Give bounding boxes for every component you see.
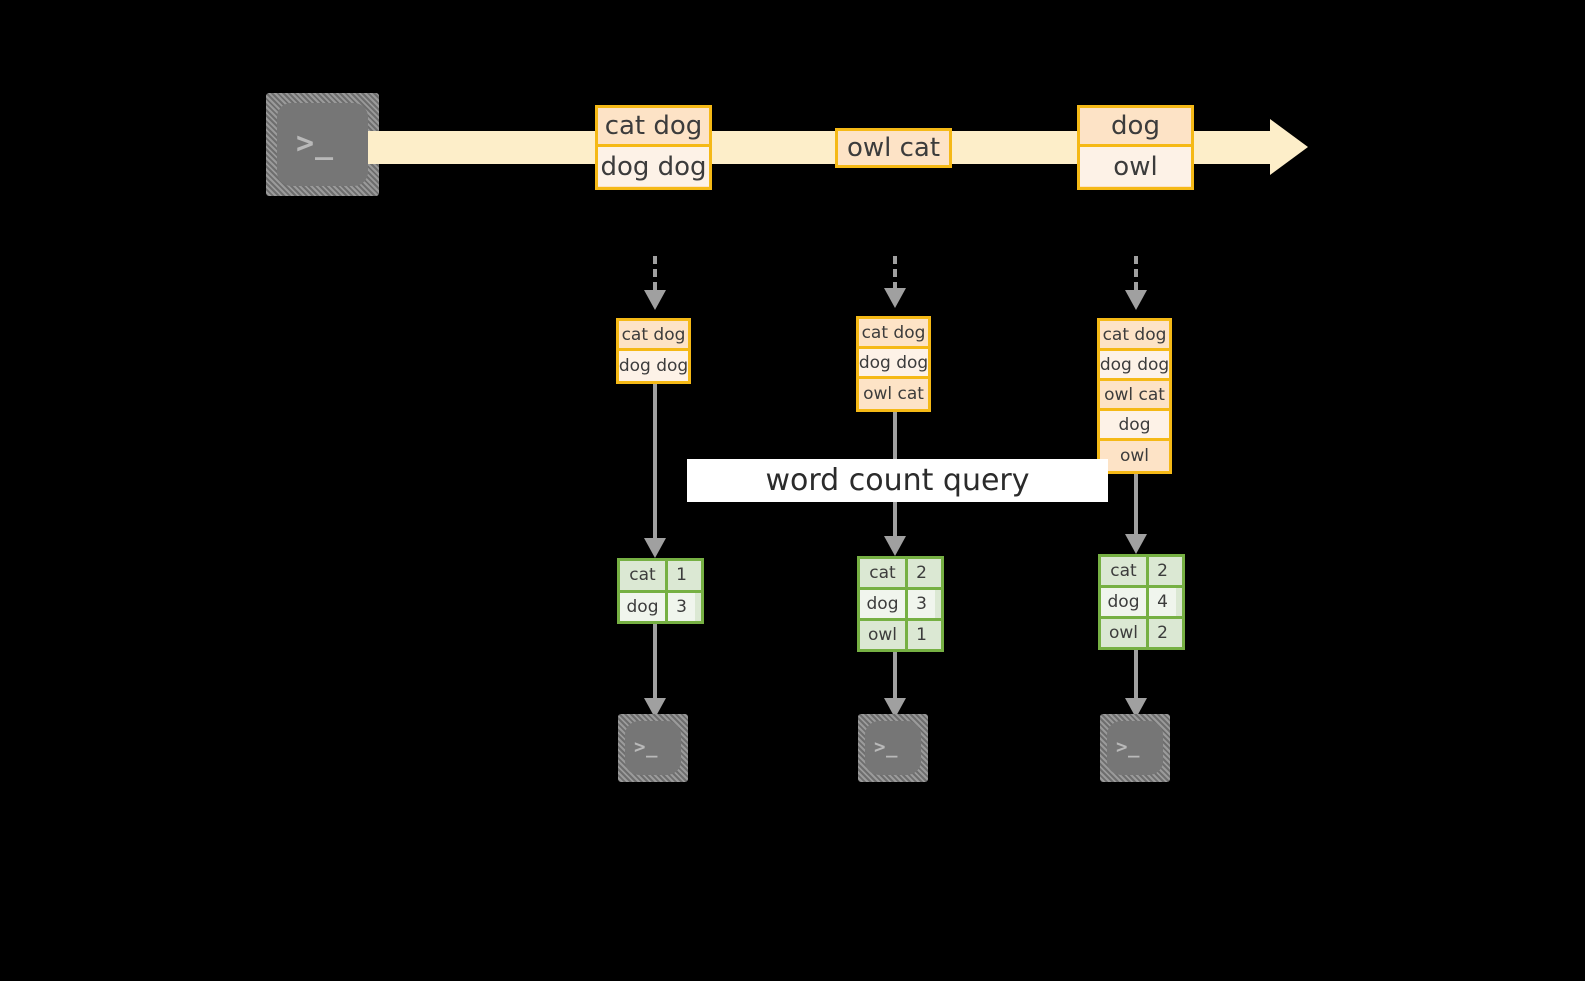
terminal-face [1107,721,1163,775]
column-1-query-arrowhead-icon [644,538,666,558]
stream-band-segment-3 [950,131,1080,164]
column-1-result-row-1-word: cat [620,561,668,590]
column-1-result-row-2-word: dog [620,592,668,621]
column-2-sink-arrowhead-icon [884,698,906,718]
column-2-query-arrowhead-icon [884,536,906,556]
source-terminal-icon: >_ [266,93,379,196]
column-3-result-row-1: cat 2 [1101,557,1182,588]
column-2-result-row-2-count: 3 [908,590,935,618]
column-2-result-row-2: dog 3 [860,590,941,621]
column-2-result-row-2-word: dog [860,590,908,618]
column-1-input-line-2: dog dog [619,351,688,381]
column-2-input-line-3: owl cat [859,379,928,409]
column-3-query-arrowhead-icon [1125,534,1147,554]
column-2-result-table: cat 2 dog 3 owl 1 [857,556,944,652]
column-2-input-line-2: dog dog [859,349,928,379]
column-2-sink-terminal-icon: >_ [858,714,928,782]
column-3-input-line-5: owl [1100,441,1169,471]
column-3-sink-arrowhead-icon [1125,698,1147,718]
column-2-result-row-3: owl 1 [860,621,941,649]
stream-batch-3: dog owl [1077,105,1194,190]
column-1-stream-tap-arrowhead-icon [644,290,666,310]
stream-batch-1: cat dog dog dog [595,105,712,190]
column-1-result-row-1-count: 1 [668,561,695,590]
column-3-query-line [1134,474,1138,536]
column-2-input-line-1: cat dog [859,319,928,349]
column-3-result-row-1-word: cat [1101,557,1149,585]
column-1-stream-tap-line [653,256,657,290]
stream-batch-2: owl cat [835,128,952,168]
column-3-input-batch: cat dog dog dog owl cat dog owl [1097,318,1172,474]
column-1-query-line [653,384,657,540]
stream-batch-2-line-1: owl cat [838,131,949,165]
column-2-result-row-1-count: 2 [908,559,935,587]
stream-batch-3-line-2: owl [1080,147,1191,186]
column-3-input-line-1: cat dog [1100,321,1169,351]
column-1-sink-terminal-icon: >_ [618,714,688,782]
column-3-result-row-3: owl 2 [1101,619,1182,647]
stream-batch-3-line-1: dog [1080,108,1191,147]
stream-batch-1-line-1: cat dog [598,108,709,147]
column-3-result-row-3-count: 2 [1149,619,1176,647]
stream-band-segment-4 [1190,131,1272,164]
terminal-prompt-glyph: >_ [874,736,899,758]
stream-batch-1-line-2: dog dog [598,147,709,186]
terminal-face [277,103,368,186]
terminal-face [865,721,921,775]
column-1-result-row-2-count: 3 [668,592,695,621]
column-2-sink-line [893,652,897,700]
column-2-result-row-3-word: owl [860,621,908,649]
column-3-input-line-3: owl cat [1100,381,1169,411]
column-2-stream-tap-arrowhead-icon [884,288,906,308]
column-1-sink-arrowhead-icon [644,698,666,718]
column-3-input-line-4: dog [1100,411,1169,441]
query-label: word count query [687,459,1108,502]
column-3-stream-tap-line [1134,256,1138,290]
column-3-result-row-1-count: 2 [1149,557,1176,585]
column-1-input-line-1: cat dog [619,321,688,351]
column-3-result-row-3-word: owl [1101,619,1149,647]
column-3-result-row-2-count: 4 [1149,588,1176,616]
column-1-result-row-2: dog 3 [620,592,701,621]
terminal-prompt-glyph: >_ [634,736,659,758]
column-1-sink-line [653,624,657,700]
column-2-result-row-1-word: cat [860,559,908,587]
terminal-prompt-glyph: >_ [1116,736,1141,758]
column-2-result-row-1: cat 2 [860,559,941,590]
terminal-face [625,721,681,775]
column-3-sink-terminal-icon: >_ [1100,714,1170,782]
stream-arrow-head-icon [1270,119,1308,175]
terminal-prompt-glyph: >_ [296,126,334,161]
stream-band-segment-1 [368,131,608,164]
column-3-result-table: cat 2 dog 4 owl 2 [1098,554,1185,650]
column-3-input-line-2: dog dog [1100,351,1169,381]
column-2-input-batch: cat dog dog dog owl cat [856,316,931,412]
column-1-result-row-1: cat 1 [620,561,701,593]
column-3-sink-line [1134,650,1138,700]
column-3-stream-tap-arrowhead-icon [1125,290,1147,310]
column-1-input-batch: cat dog dog dog [616,318,691,384]
column-2-result-row-3-count: 1 [908,621,935,649]
column-3-result-row-2: dog 4 [1101,588,1182,619]
column-2-stream-tap-line [893,256,897,290]
column-1-result-table: cat 1 dog 3 [617,558,704,624]
column-3-result-row-2-word: dog [1101,588,1149,616]
